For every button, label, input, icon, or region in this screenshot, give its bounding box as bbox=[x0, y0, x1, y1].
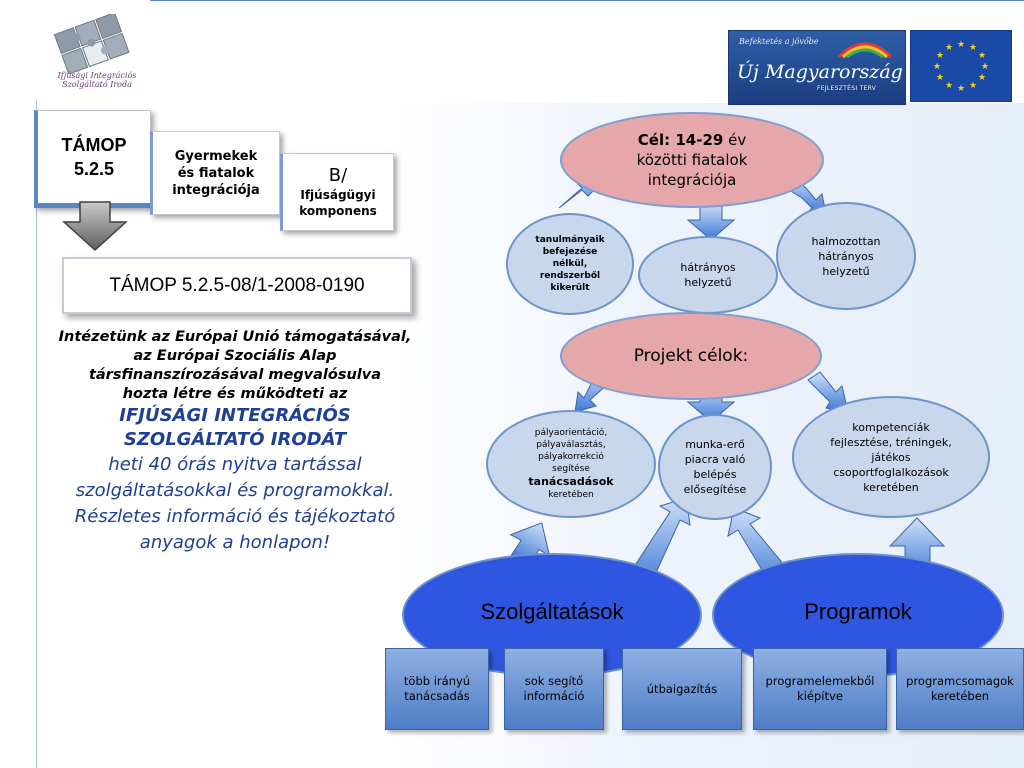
left-divider-line bbox=[36, 100, 37, 768]
nhf-tagline: FEJLESZTÉSI TERV bbox=[817, 85, 877, 92]
svg-text:★: ★ bbox=[969, 81, 977, 91]
tamop-card-label: TÁMOP 5.2.5 bbox=[61, 135, 127, 179]
intro-office-name: IFJÚSÁGI INTEGRÁCIÓS SZOLGÁLTATÓ IRODÁT bbox=[119, 405, 351, 450]
goal-ellipse: Cél: 14-29 év közötti fiatalok integráci… bbox=[560, 112, 824, 208]
svg-text:★: ★ bbox=[978, 51, 986, 61]
service-item-information-label: sok segítő információ bbox=[523, 674, 585, 703]
intro-opening-hours: heti 40 órás nyitva tartással szolgáltat… bbox=[75, 454, 395, 501]
target-group-dropouts-label: tanulmányaik befejezése nélkül, rendszer… bbox=[535, 235, 605, 293]
svg-text:★: ★ bbox=[945, 43, 953, 53]
eu-flag-logo: ★★★ ★★★ ★★★ ★★★ bbox=[910, 30, 1012, 102]
intro-eu-support: Intézetünk az Európai Unió támogatásával… bbox=[58, 329, 412, 383]
project-goal-labor-market: munka-erő piacra való belépés elősegítés… bbox=[658, 414, 772, 520]
project-goals-title: Projekt célok: bbox=[633, 346, 749, 366]
target-group-dropouts: tanulmányaik befejezése nélkül, rendszer… bbox=[506, 213, 634, 315]
project-goal-counseling-bold: tanácsadások bbox=[528, 475, 614, 488]
b-component-card: B/ Ifjúságügyi komponens bbox=[280, 153, 394, 231]
uj-magyarorszag-logo: Befektetés a jövőbe Új Magyarország FEJL… bbox=[728, 30, 906, 105]
b-component-label: Ifjúságügyi komponens bbox=[299, 188, 377, 218]
gyermekek-card-label: Gyermekek és fiatalok integrációja bbox=[172, 148, 260, 198]
puzzle-logo-icon bbox=[53, 14, 130, 74]
target-group-multiply-disadvantaged: halmozottan hátrányos helyzetű bbox=[776, 202, 916, 310]
service-item-counseling-label: több irányú tanácsadás bbox=[403, 674, 471, 703]
service-item-counseling: több irányú tanácsadás bbox=[385, 648, 489, 730]
svg-text:★: ★ bbox=[981, 62, 989, 72]
tamop-card: TÁMOP 5.2.5 bbox=[34, 110, 151, 208]
top-divider-line bbox=[150, 0, 1024, 1]
service-item-information: sok segítő információ bbox=[504, 648, 604, 730]
b-component-letter: B/ bbox=[328, 165, 348, 186]
target-group-multiply-disadvantaged-label: halmozottan hátrányos helyzetű bbox=[811, 234, 881, 278]
project-goal-counseling: pályaorientáció, pályaválasztás, pályako… bbox=[486, 410, 656, 518]
intro-operates: hozta létre és működteti az bbox=[122, 386, 348, 402]
intro-more-info: Részletes információ és tájékoztató anya… bbox=[74, 506, 396, 553]
svg-text:★: ★ bbox=[957, 84, 965, 94]
project-code: TÁMOP 5.2.5-08/1-2008-0190 bbox=[109, 274, 365, 296]
office-logo: Ifjúsági Integrációs Szolgáltató Iroda bbox=[30, 14, 150, 98]
rainbow-icon bbox=[837, 42, 893, 59]
eu-stars-icon: ★★★ ★★★ ★★★ ★★★ bbox=[933, 40, 989, 94]
svg-text:★: ★ bbox=[978, 73, 986, 83]
project-goal-counseling-label: pályaorientáció, pályaválasztás, pályako… bbox=[534, 428, 608, 474]
goal-age-range: Cél: 14-29 bbox=[637, 131, 724, 149]
down-arrow-icon bbox=[62, 201, 128, 252]
program-item-elements: programelemekből kiépítve bbox=[753, 648, 887, 730]
project-goal-counseling-tail: keretében bbox=[548, 490, 594, 500]
gyermekek-card: Gyermekek és fiatalok integrációja bbox=[150, 131, 280, 215]
nhf-title: Új Magyarország bbox=[737, 61, 903, 83]
services-title: Szolgáltatások bbox=[480, 599, 624, 624]
project-code-box: TÁMOP 5.2.5-08/1-2008-0190 bbox=[62, 257, 412, 314]
program-item-packages-label: programcsomagok keretében bbox=[906, 674, 1014, 703]
program-item-packages: programcsomagok keretében bbox=[896, 648, 1024, 730]
nhf-slogan: Befektetés a jövőbe bbox=[739, 37, 819, 46]
service-item-guidance: útbaigazítás bbox=[622, 648, 742, 730]
svg-text:★: ★ bbox=[957, 40, 965, 50]
svg-text:★: ★ bbox=[945, 81, 953, 91]
project-goal-labor-market-label: munka-erő piacra való belépés elősegítés… bbox=[683, 438, 747, 496]
svg-text:★: ★ bbox=[969, 43, 977, 53]
goal-description: év közötti fiatalok integrációja bbox=[636, 131, 748, 189]
office-logo-caption: Ifjúsági Integrációs Szolgáltató Iroda bbox=[57, 71, 137, 89]
intro-text-block: Intézetünk az Európai Unió támogatásával… bbox=[50, 328, 420, 556]
project-goals-ellipse: Projekt célok: bbox=[560, 312, 822, 400]
programs-title: Programok bbox=[804, 599, 912, 624]
target-group-disadvantaged: hátrányos helyzetű bbox=[638, 236, 778, 314]
program-item-elements-label: programelemekből kiépítve bbox=[765, 674, 875, 703]
project-goal-competence: kompetenciák fejlesztése, tréningek, ját… bbox=[792, 396, 990, 518]
target-group-disadvantaged-label: hátrányos helyzetű bbox=[680, 261, 736, 289]
svg-text:★: ★ bbox=[936, 51, 944, 61]
project-goal-competence-label: kompetenciák fejlesztése, tréningek, ját… bbox=[830, 420, 952, 494]
service-item-guidance-label: útbaigazítás bbox=[646, 681, 718, 696]
svg-text:★: ★ bbox=[933, 62, 941, 72]
svg-text:★: ★ bbox=[936, 73, 944, 83]
